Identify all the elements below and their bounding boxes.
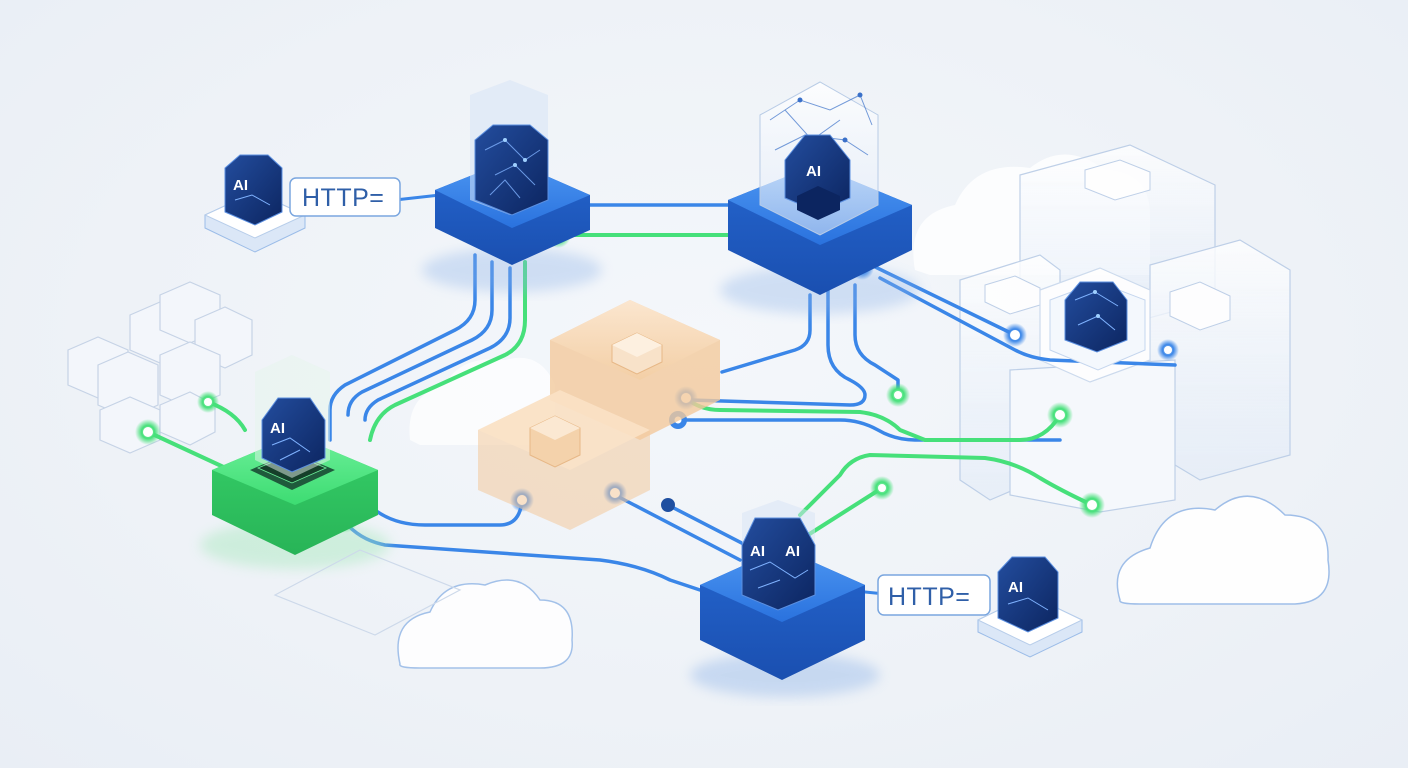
blue-hub-top-right: AI <box>720 81 920 314</box>
green-link-rack-hub3 <box>798 453 1094 517</box>
chip-label-top-left: AI <box>233 177 248 194</box>
chip-label-green-hub: AI <box>270 420 285 437</box>
link-hub2-to-rack-b <box>878 276 1177 367</box>
link-hub2-down-loop <box>688 288 867 407</box>
peach-node-lower <box>478 390 650 530</box>
green-hub-left: AI <box>200 355 390 569</box>
white-cubes-cluster <box>67 281 253 454</box>
blue-hub-top-center <box>422 80 602 292</box>
link-peach-to-hub3 <box>613 493 742 562</box>
link-hub1-to-http <box>393 193 442 202</box>
chip-label-bottom-left-glyph: AI <box>750 543 765 560</box>
rack-ai-chip <box>1049 281 1146 371</box>
green-link-cubes-green <box>146 430 232 472</box>
chip-label-http-right: AI <box>1008 579 1023 596</box>
http-label-bottom-right: HTTP= AI <box>877 556 1084 658</box>
link-green-to-hub3 <box>343 520 702 592</box>
faint-platform <box>273 549 462 636</box>
http-bubble-top-left <box>289 177 401 217</box>
link-hub2-to-peach <box>720 293 812 374</box>
cloud-bottom-right <box>1116 495 1330 605</box>
http-label-top-left: AI HTTP= <box>203 154 401 253</box>
chip-label-top-right: AI <box>806 163 821 180</box>
link-hub1-down-c <box>363 266 512 422</box>
http-text-bottom-right: HTTP= <box>888 583 970 611</box>
http-bubble-bottom-right <box>877 574 991 616</box>
link-hub2-to-node <box>853 283 900 397</box>
connection-links <box>146 193 1177 597</box>
chip-label-bottom-right-glyph: AI <box>785 543 800 560</box>
cloud-bottom-left <box>397 579 573 669</box>
link-hub1-down-b <box>346 260 494 417</box>
link-green-to-peach <box>373 498 524 527</box>
green-link-hub1-green <box>368 260 527 442</box>
http-text-top-left: HTTP= <box>302 184 384 212</box>
link-hub1-down-a <box>328 253 477 442</box>
blue-hub-bottom-center: AI AI <box>690 500 880 697</box>
link-peach-to-rack <box>676 418 1062 442</box>
